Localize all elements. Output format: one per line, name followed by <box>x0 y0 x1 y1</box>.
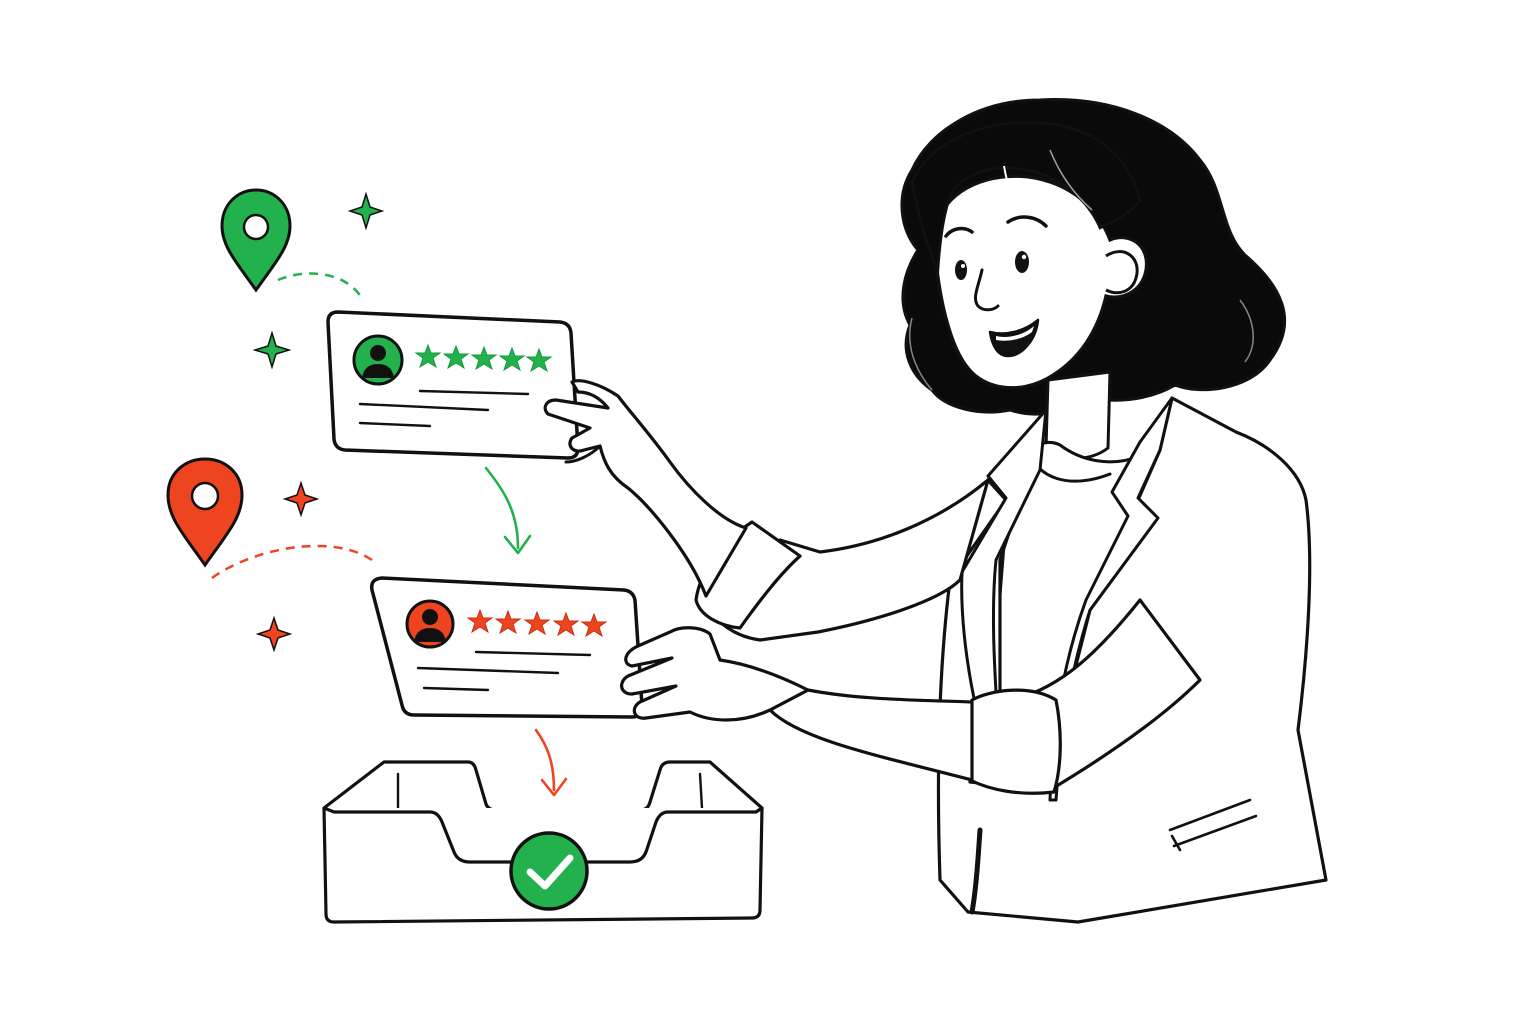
blazer-pocket <box>1168 798 1258 852</box>
curved-arrow-icon-red <box>534 728 568 797</box>
star-icon <box>442 344 470 370</box>
sparkle-icon <box>347 191 385 231</box>
map-pin-icon-green <box>220 188 292 293</box>
hand-lower <box>620 626 810 722</box>
star-icon <box>523 610 551 636</box>
blazer-lapel-right <box>1048 396 1174 802</box>
map-pin-icon-red <box>166 457 244 568</box>
dashed-connector-red <box>211 544 373 580</box>
star-icon <box>525 347 553 373</box>
ear <box>1105 250 1139 295</box>
forearm-lower <box>768 688 974 782</box>
curved-arrow-icon-green <box>484 466 532 555</box>
star-icon <box>552 611 580 637</box>
star-icon <box>498 346 526 372</box>
star-icon <box>466 608 494 634</box>
person-illustration <box>543 98 1328 924</box>
eyebrow <box>944 226 974 238</box>
checkmark-icon <box>509 831 589 911</box>
sparkle-icon <box>282 480 320 518</box>
rating-stars-negative <box>466 608 608 638</box>
review-text-lines <box>358 389 530 428</box>
user-avatar-icon <box>352 334 404 386</box>
dashed-connector-green <box>277 272 365 301</box>
star-icon <box>494 609 522 635</box>
sparkle-icon <box>255 615 293 653</box>
sparkle-icon <box>252 330 292 370</box>
rating-stars-positive <box>414 343 553 373</box>
star-icon <box>414 343 442 369</box>
eye <box>1015 251 1029 273</box>
star-icon <box>580 612 608 638</box>
face <box>933 174 1149 390</box>
hand-upper <box>543 379 748 598</box>
nose <box>974 268 1000 312</box>
review-card-positive <box>326 310 580 460</box>
review-card-negative <box>369 576 644 719</box>
eye <box>955 260 967 280</box>
review-text-lines <box>416 650 592 692</box>
star-icon <box>470 345 498 371</box>
user-avatar-icon <box>405 599 455 649</box>
eyebrow <box>1006 215 1048 228</box>
sleeve-cuff <box>965 688 1062 795</box>
